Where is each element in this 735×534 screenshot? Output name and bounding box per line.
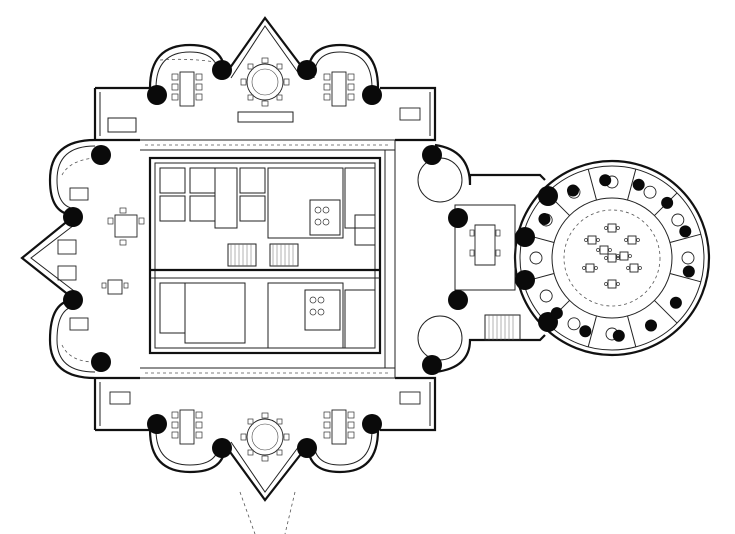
column xyxy=(91,352,111,372)
column xyxy=(645,319,657,332)
column xyxy=(669,296,682,309)
stair-west xyxy=(227,243,257,267)
west-lounge-bays xyxy=(57,157,145,363)
stair-east xyxy=(269,243,299,267)
conference-bay-nw xyxy=(159,58,216,107)
structural-columns xyxy=(63,60,695,458)
booth-table xyxy=(671,213,685,227)
partition xyxy=(669,273,701,283)
column xyxy=(550,307,563,320)
chair xyxy=(604,282,608,286)
column xyxy=(632,178,645,191)
chair xyxy=(636,238,640,242)
partition xyxy=(627,169,637,201)
chair xyxy=(626,266,630,270)
column xyxy=(679,225,692,238)
partition xyxy=(587,169,597,201)
chair xyxy=(608,248,612,252)
conference-bay-round-n xyxy=(237,57,294,123)
column xyxy=(538,213,551,225)
dining-table xyxy=(619,251,629,261)
column xyxy=(212,438,232,458)
column xyxy=(515,227,535,247)
column xyxy=(612,329,625,342)
column xyxy=(515,270,535,290)
conference-bay-se xyxy=(323,409,355,445)
entry-path xyxy=(239,491,296,534)
office-nw-corner xyxy=(107,107,421,405)
column xyxy=(297,438,317,458)
chair xyxy=(616,256,620,260)
dining-table xyxy=(585,263,595,273)
column xyxy=(422,145,442,165)
column xyxy=(422,355,442,375)
column xyxy=(63,207,83,227)
column xyxy=(63,290,83,310)
dining-table xyxy=(607,223,617,233)
chair xyxy=(616,282,620,286)
conference-bay-sw xyxy=(171,409,203,445)
chair xyxy=(616,226,620,230)
booth-table xyxy=(681,251,695,265)
column xyxy=(212,60,232,80)
column xyxy=(362,85,382,105)
chair xyxy=(596,248,600,252)
column xyxy=(682,265,695,278)
chair xyxy=(624,238,628,242)
chair xyxy=(584,238,588,242)
east-link xyxy=(417,157,521,361)
rotunda-tables xyxy=(582,223,642,289)
column xyxy=(448,290,468,310)
booth-table xyxy=(529,251,543,265)
column xyxy=(147,85,167,105)
dining-table xyxy=(587,235,597,245)
elevator-shafts xyxy=(159,167,266,229)
elevator-core xyxy=(148,156,382,355)
chair xyxy=(596,238,600,242)
chair xyxy=(604,256,608,260)
column xyxy=(448,208,468,228)
stair-east-rotunda xyxy=(484,314,521,341)
conference-bay-round-s xyxy=(240,412,290,462)
chair xyxy=(594,266,598,270)
restroom-block xyxy=(267,167,376,349)
dining-table xyxy=(629,263,639,273)
dining-table xyxy=(607,253,617,263)
chair xyxy=(638,266,642,270)
partition xyxy=(654,300,678,324)
dining-table xyxy=(599,245,609,255)
column xyxy=(567,184,579,197)
column xyxy=(91,145,111,165)
partition xyxy=(627,315,637,347)
column xyxy=(661,196,674,209)
chair xyxy=(582,266,586,270)
chair xyxy=(616,254,620,258)
partition xyxy=(587,315,597,347)
column xyxy=(538,186,558,206)
corridors xyxy=(140,139,396,379)
dining-table xyxy=(627,235,637,245)
column xyxy=(297,60,317,80)
column xyxy=(599,174,612,187)
dining-table xyxy=(607,279,617,289)
chair xyxy=(604,226,608,230)
partition xyxy=(669,233,701,243)
booth-table xyxy=(539,289,553,303)
chair xyxy=(628,254,632,258)
booth-table xyxy=(643,185,657,199)
conference-bay-ne xyxy=(323,71,355,107)
column xyxy=(147,414,167,434)
booth-table xyxy=(567,317,581,331)
column xyxy=(579,325,592,338)
column xyxy=(362,414,382,434)
